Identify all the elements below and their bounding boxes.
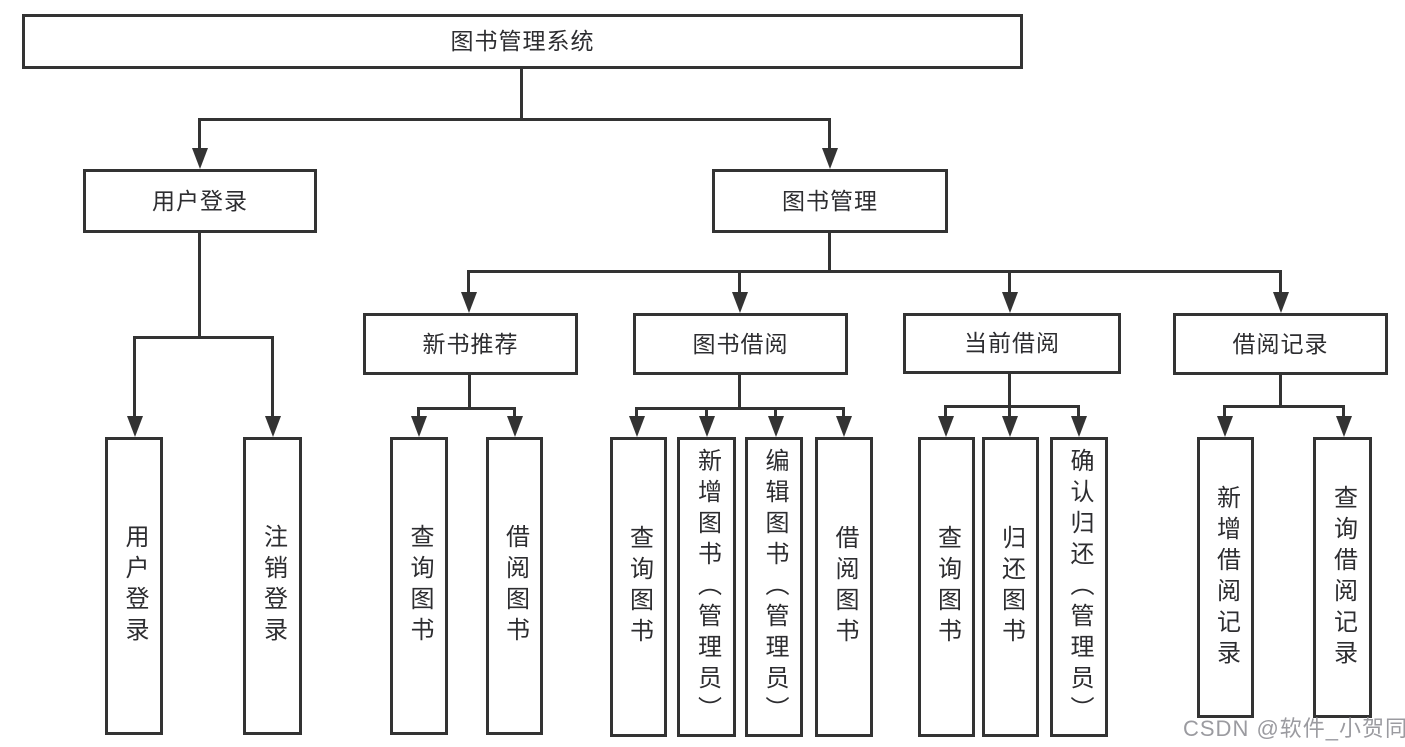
node-book-mgmt-label: 图书管理 [782, 187, 878, 214]
leaf-bb-edit-books-admin: 编辑图书（管理员） [745, 437, 803, 737]
connector-drop-leaf-logout [271, 336, 274, 417]
leaf-cb-confirm-return-admin: 确认归还（管理员） [1050, 437, 1108, 737]
node-book-mgmt: 图书管理 [712, 169, 948, 233]
leaf-br-add-record-label: 新增借阅记录 [1212, 484, 1240, 671]
node-borrow-records: 借阅记录 [1173, 313, 1388, 375]
leaf-nb-borrow-books: 借阅图书 [486, 437, 543, 735]
leaf-nb-query-books-label: 查询图书 [406, 524, 433, 648]
connector-drop-new-books [467, 270, 470, 293]
leaf-br-query-record-label: 查询借阅记录 [1329, 484, 1357, 671]
connector-level2-rail [198, 118, 831, 121]
connector-drop-book-borrow [738, 270, 741, 293]
connector-drop-user-login [198, 118, 201, 150]
arrow-down-icon [1272, 292, 1289, 313]
leaf-user-login: 用户登录 [105, 437, 163, 735]
leaf-bb-add-books-admin-label: 新增图书（管理员） [693, 447, 721, 727]
leaf-cb-query-books: 查询图书 [918, 437, 975, 737]
connector-user-login-rail [133, 336, 274, 339]
connector-user-login-stem [198, 232, 201, 336]
arrow-down-icon [628, 416, 645, 437]
connector-drop-book-mgmt [828, 118, 831, 150]
connector-current-borrow-stem [1008, 374, 1011, 408]
connector-drop-nb-query [417, 407, 420, 419]
connector-level3-rail [467, 270, 1282, 273]
node-user-login: 用户登录 [83, 169, 317, 233]
node-root: 图书管理系统 [22, 14, 1023, 69]
leaf-logout: 注销登录 [243, 437, 302, 735]
leaf-logout-label: 注销登录 [259, 524, 287, 648]
connector-drop-bb-add [705, 407, 708, 419]
node-user-login-label: 用户登录 [152, 187, 248, 214]
connector-drop-leaf-user-login [133, 336, 136, 417]
connector-book-borrow-stem [738, 375, 741, 410]
arrow-down-icon [731, 292, 748, 313]
arrow-down-icon [460, 292, 477, 313]
arrow-down-icon [1070, 416, 1087, 437]
connector-borrow-records-rail [1223, 405, 1345, 408]
leaf-nb-query-books: 查询图书 [390, 437, 448, 735]
leaf-cb-query-books-label: 查询图书 [933, 525, 961, 649]
connector-new-books-stem [468, 375, 471, 410]
leaf-cb-confirm-return-admin-label: 确认归还（管理员） [1066, 447, 1093, 727]
leaf-nb-borrow-books-label: 借阅图书 [501, 524, 529, 648]
connector-borrow-records-stem [1279, 375, 1282, 408]
leaf-cb-return-books: 归还图书 [982, 437, 1039, 737]
node-borrow-records-label: 借阅记录 [1232, 330, 1329, 357]
arrow-down-icon [506, 416, 523, 437]
node-book-borrow-label: 图书借阅 [692, 330, 789, 357]
node-new-books: 新书推荐 [363, 313, 578, 375]
connector-root-stem [520, 68, 523, 120]
arrow-down-icon [1335, 416, 1352, 437]
node-root-label: 图书管理系统 [450, 28, 595, 54]
arrow-down-icon [698, 416, 715, 437]
leaf-bb-borrow-books: 借阅图书 [815, 437, 873, 737]
connector-drop-cb-query [944, 405, 947, 419]
connector-drop-br-add [1223, 405, 1226, 419]
connector-drop-bb-edit [774, 407, 777, 419]
arrow-down-icon [821, 148, 838, 169]
arrow-down-icon [126, 416, 143, 437]
arrow-down-icon [767, 416, 784, 437]
connector-drop-bb-borrow [842, 407, 845, 419]
leaf-bb-query-books-label: 查询图书 [625, 525, 653, 649]
arrow-down-icon [835, 416, 852, 437]
leaf-cb-return-books-label: 归还图书 [997, 525, 1025, 649]
csdn-watermark: CSDN @软件_小贺同学 [1183, 716, 1405, 741]
connector-current-borrow-rail [944, 405, 1080, 408]
leaf-bb-add-books-admin: 新增图书（管理员） [677, 437, 736, 737]
arrow-down-icon [410, 416, 427, 437]
connector-book-mgmt-stem [828, 232, 831, 273]
connector-drop-br-query [1342, 405, 1345, 419]
connector-drop-nb-borrow [513, 407, 516, 419]
node-current-borrow: 当前借阅 [903, 313, 1121, 374]
arrow-down-icon [1216, 416, 1233, 437]
leaf-br-query-record: 查询借阅记录 [1313, 437, 1372, 718]
connector-drop-current-borrow [1008, 270, 1011, 293]
leaf-bb-borrow-books-label: 借阅图书 [831, 525, 858, 649]
leaf-bb-query-books: 查询图书 [610, 437, 667, 737]
connector-drop-borrow-records [1279, 270, 1282, 293]
connector-drop-cb-return [1008, 405, 1011, 419]
connector-book-borrow-rail [635, 407, 845, 410]
leaf-br-add-record: 新增借阅记录 [1197, 437, 1254, 718]
arrow-down-icon [937, 416, 954, 437]
connector-drop-bb-query [635, 407, 638, 419]
arrow-down-icon [1001, 416, 1018, 437]
node-new-books-label: 新书推荐 [422, 330, 519, 357]
connector-new-books-rail [417, 407, 516, 410]
arrow-down-icon [264, 416, 281, 437]
leaf-user-login-label: 用户登录 [121, 524, 148, 648]
connector-drop-cb-confirm [1077, 405, 1080, 419]
arrow-down-icon [191, 148, 208, 169]
node-current-borrow-label: 当前借阅 [964, 330, 1060, 356]
leaf-bb-edit-books-admin-label: 编辑图书（管理员） [761, 447, 788, 727]
arrow-down-icon [1001, 292, 1018, 313]
node-book-borrow: 图书借阅 [633, 313, 848, 375]
